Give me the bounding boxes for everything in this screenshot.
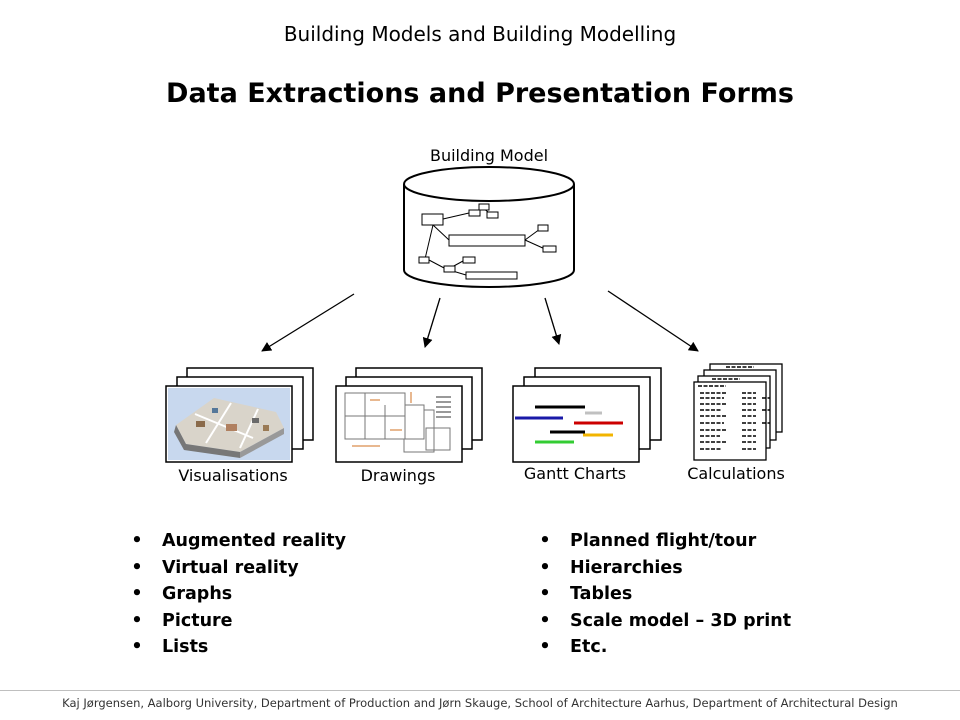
list-item: • Planned flight/tour: [538, 528, 791, 555]
visualisations-stack: [165, 367, 314, 463]
bullet-marker: •: [131, 637, 143, 658]
bullet-marker: •: [539, 531, 551, 551]
spreadsheet-rows: [698, 366, 770, 450]
list-item-text: Etc.: [570, 637, 608, 658]
drawings-stack: [335, 367, 483, 463]
list-item: • Lists: [130, 634, 346, 661]
list-item-text: Graphs: [162, 584, 233, 605]
list-item-text: Planned flight/tour: [570, 531, 757, 551]
calculations-label: Calculations: [687, 464, 785, 483]
list-item-text: Tables: [570, 584, 633, 605]
visualisations-label: Visualisations: [178, 466, 287, 485]
list-item: • Tables: [538, 581, 791, 608]
gantt-charts-label: Gantt Charts: [524, 464, 626, 483]
bullet-marker: •: [539, 584, 551, 605]
arrow-to-calculations: [607, 290, 699, 352]
list-item-text: Hierarchies: [570, 557, 683, 578]
building-model-label: Building Model: [430, 146, 548, 165]
slide-title: Data Extractions and Presentation Forms: [166, 78, 794, 109]
gantt-charts-stack: [512, 367, 662, 463]
bullet-list-left: • Augmented reality • Virtual reality • Gra…: [130, 528, 346, 661]
list-item: • Hierarchies: [538, 555, 791, 582]
bullet-marker: •: [539, 610, 551, 631]
arrow-to-gantt-charts: [544, 297, 562, 345]
list-item-text: Picture: [162, 610, 233, 631]
footer-divider: [0, 690, 960, 691]
list-item: • Graphs: [130, 581, 346, 608]
bullet-marker: •: [131, 584, 143, 605]
list-item-text: Lists: [162, 637, 209, 658]
drawings-label: Drawings: [361, 466, 436, 485]
list-item: • Augmented reality: [130, 528, 346, 555]
list-item-text: Scale model – 3D print: [570, 610, 792, 631]
calculations-stack: [693, 363, 783, 461]
bullet-marker: •: [539, 557, 551, 578]
list-item: • Picture: [130, 608, 346, 635]
gantt-chart-bars: [515, 405, 623, 444]
building-model-database-icon: [403, 166, 575, 288]
bullet-marker: •: [131, 610, 143, 631]
bullet-marker: •: [131, 531, 143, 551]
bullet-list-right: • Planned flight/tour • Hierarchies • Table…: [538, 528, 791, 661]
slide-supertitle: Building Models and Building Modelling: [283, 22, 677, 46]
list-item: • Etc.: [538, 634, 791, 661]
bullet-marker: •: [539, 637, 551, 658]
data-extraction-diagram: Building Model Visualisations: [165, 146, 785, 485]
arrow-to-visualisations: [261, 293, 355, 352]
list-item-text: Virtual reality: [162, 557, 299, 578]
list-item: • Virtual reality: [130, 555, 346, 582]
arrow-to-drawings: [422, 297, 441, 348]
list-item: • Scale model – 3D print: [538, 608, 791, 635]
list-item-text: Augmented reality: [162, 531, 347, 551]
3d-building-render-image: [168, 388, 290, 460]
footer-credit: Kaj Jørgensen, Aalborg University, Depar…: [62, 696, 898, 710]
data-model-schema: [418, 203, 557, 280]
bullet-marker: •: [131, 557, 143, 578]
floor-plan-drawing: [344, 392, 451, 453]
